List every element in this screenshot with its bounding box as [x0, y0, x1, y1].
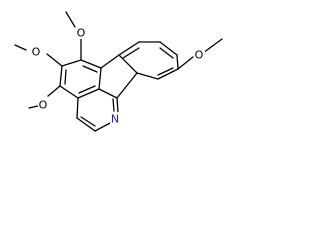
bond-ring-a-1 — [61, 59, 82, 67]
bond-lines — [14, 11, 223, 132]
bond-ring-c-1-double — [122, 47, 140, 59]
atom-labels: O O O O N — [31, 26, 205, 126]
oxygen-label-top: O — [77, 27, 86, 40]
chemical-structure-diagram: O O O O N — [14, 11, 223, 132]
bond-o-low-ring — [47, 85, 61, 97]
bond-methyl-top — [65, 11, 76, 28]
bond-ring-c-3 — [159, 41, 178, 56]
bond-ring-c-6 — [136, 72, 159, 80]
bond-ring-a-3 — [59, 85, 79, 99]
bond-methyl-low — [28, 105, 39, 109]
bond-ring-a-4 — [77, 88, 100, 99]
bond-methyl-right — [202, 38, 223, 54]
bond-ring-c-3-double — [159, 47, 174, 59]
bond-ring-a-6 — [80, 59, 102, 69]
bond-pyr-5 — [98, 88, 118, 99]
bond-pyr-4-double — [112, 98, 115, 112]
bond-ring-a-5 — [98, 67, 102, 90]
bond-pyr-4 — [116, 97, 119, 113]
bond-o-right-ring — [177, 56, 194, 70]
bond-pyr-2 — [76, 117, 96, 132]
bond-ring-c-5 — [157, 68, 179, 80]
bond-pyr-1 — [76, 97, 79, 119]
bond-ring-a-6-double — [82, 65, 98, 73]
bond-o-mid-ring — [46, 53, 63, 67]
bond-ring-c-5-double — [157, 67, 174, 76]
oxygen-label-right: O — [195, 49, 204, 62]
bond-ring-a-2-double — [64, 69, 67, 85]
bond-ring-c-1 — [118, 41, 140, 56]
bond-five-1 — [100, 54, 120, 69]
bond-five-3 — [116, 72, 138, 99]
oxygen-label-mid: O — [32, 46, 41, 59]
bond-ring-a-2 — [59, 65, 63, 87]
bond-five-2 — [118, 54, 138, 74]
bond-pyr-3 — [94, 121, 113, 132]
bond-ring-c-4 — [176, 54, 179, 70]
bond-methyl-mid — [14, 44, 27, 51]
nitrogen-label: N — [111, 113, 119, 126]
bond-pyr-2-double — [80, 116, 96, 127]
oxygen-label-low: O — [39, 99, 48, 112]
bond-ring-a-4-double — [78, 85, 96, 94]
